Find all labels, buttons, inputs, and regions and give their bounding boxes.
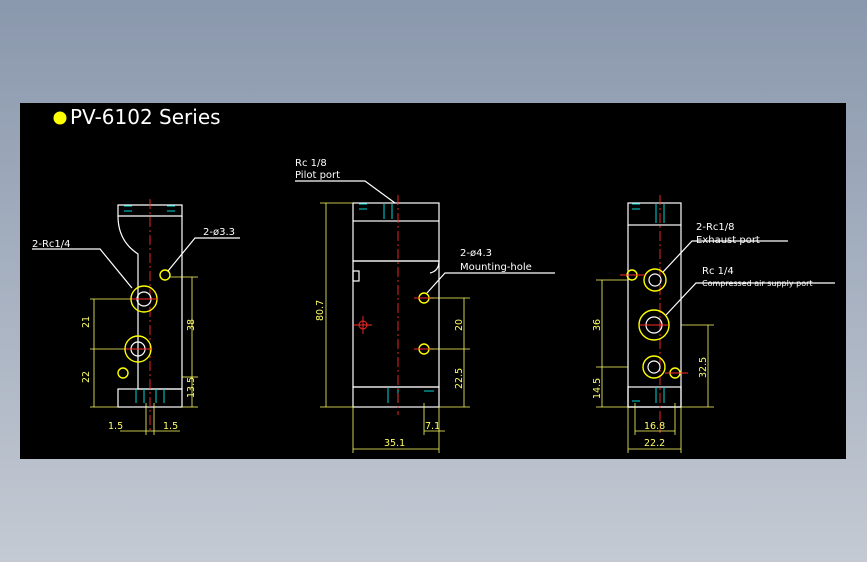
dim-right-22-2: 22.2 [644,438,665,449]
supply-thread-label: Rc 1/4 [702,266,734,277]
dim-right-16-8: 16.8 [644,421,665,432]
dim-right-36: 36 [592,319,603,331]
exhaust-thread-label: 2-Rc1/8 [696,222,735,233]
dim-right-32-5: 32.5 [698,357,709,378]
middle-view [295,180,555,453]
title-bullet-icon [53,111,67,125]
dim-left-1-5-a: 1.5 [108,421,123,432]
dim-left-22: 22 [81,371,92,383]
drawing-sheet: PV-6102 Series 2-Rc1/4 2-ø3.3 21 [20,103,846,459]
dim-right-14-5: 14.5 [592,378,603,399]
dim-mid-35-1: 35.1 [384,438,405,449]
drawing-title: PV-6102 Series [70,105,221,129]
dim-left-21: 21 [81,316,92,328]
dim-mid-22-5: 22.5 [454,368,465,389]
mount-name-label: Mounting-hole [460,262,532,273]
left-view [32,199,240,435]
pilot-name-label: Pilot port [295,170,340,181]
right-view [596,195,835,453]
dim-left-1-5-b: 1.5 [163,421,178,432]
cad-drawing: PV-6102 Series 2-Rc1/4 2-ø3.3 21 [32,105,835,453]
left-hole-label: 2-ø3.3 [203,227,235,238]
dim-mid-7-1: 7.1 [425,421,440,432]
left-port-label: 2-Rc1/4 [32,239,71,250]
mount-count-label: 2-ø4.3 [460,248,492,259]
dim-left-13-5: 13.5 [186,377,197,398]
dim-mid-20: 20 [454,319,465,331]
exhaust-name-label: Exhaust port [696,235,760,246]
pilot-thread-label: Rc 1/8 [295,158,327,169]
supply-name-label: Compressed air supply port [702,279,813,288]
dim-mid-80-7: 80.7 [315,300,326,321]
dim-left-38: 38 [186,319,197,331]
